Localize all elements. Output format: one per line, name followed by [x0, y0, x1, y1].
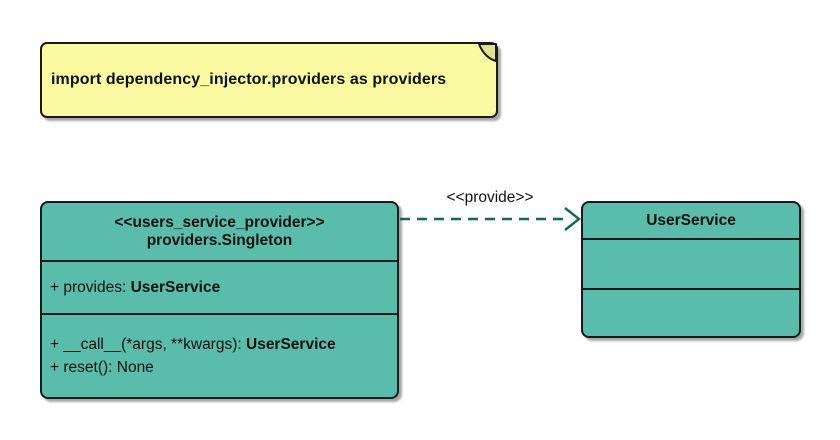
attribute-prefix: + provides:	[50, 279, 131, 296]
method-prefix: + __call__(*args, **kwargs):	[50, 336, 246, 353]
compartment-divider	[42, 260, 397, 262]
class-name: UserService	[646, 211, 736, 229]
class-box-userservice: UserService	[581, 201, 801, 338]
class-box-providers-singleton: <<users_service_provider>> providers.Sin…	[40, 201, 399, 399]
methods-compartment-empty	[583, 290, 799, 336]
attributes-compartment: + provides: UserService	[42, 262, 397, 313]
attribute-type: UserService	[130, 279, 221, 296]
compartment-divider	[42, 313, 397, 315]
provide-arrow	[400, 207, 581, 231]
method-return-type: UserService	[246, 336, 336, 353]
methods-compartment: + __call__(*args, **kwargs): UserService…	[42, 315, 397, 397]
class-name: providers.Singleton	[146, 231, 293, 249]
provide-arrow-label: <<provide>>	[446, 189, 534, 206]
attribute-line: + provides: UserService	[50, 276, 389, 299]
class-header-userservice: UserService	[583, 203, 799, 238]
import-note-text: import dependency_injector.providers as …	[51, 71, 447, 88]
method-line-reset: + reset(): None	[50, 359, 154, 376]
class-header-providers-singleton: <<users_service_provider>> providers.Sin…	[42, 203, 397, 260]
compartment-divider	[583, 238, 799, 240]
import-note: import dependency_injector.providers as …	[40, 42, 498, 118]
class-stereotype: <<users_service_provider>>	[114, 213, 325, 231]
method-line-call: + __call__(*args, **kwargs): UserService	[50, 333, 389, 356]
note-fold-corner-icon	[478, 43, 497, 62]
compartment-divider	[583, 288, 799, 290]
attributes-compartment-empty	[583, 240, 799, 288]
